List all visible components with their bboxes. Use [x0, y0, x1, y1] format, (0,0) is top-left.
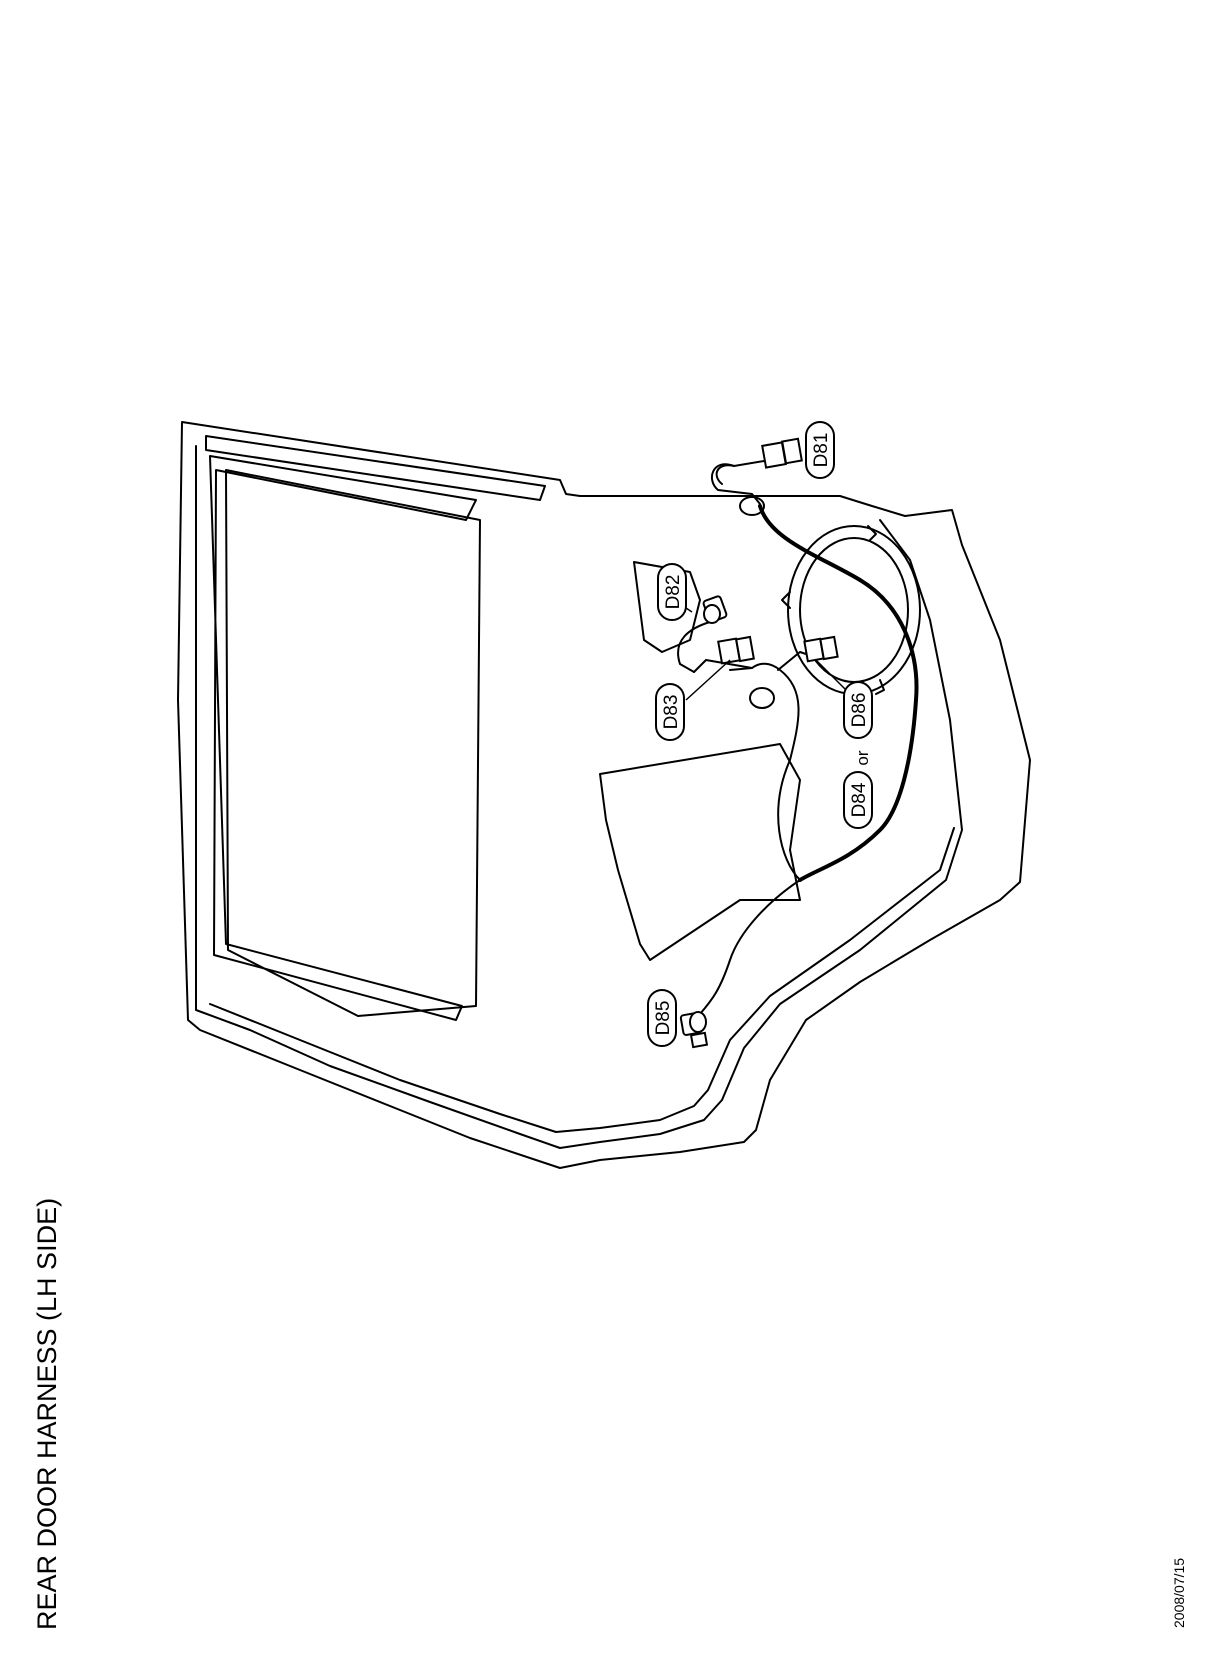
- service-opening: [599, 743, 801, 961]
- d85-connector: [679, 1011, 709, 1049]
- label-d81: D81: [805, 421, 835, 479]
- main-harness: [758, 504, 919, 882]
- svg-text:D86: D86: [849, 693, 870, 728]
- door-outer-outline: [177, 421, 1031, 1169]
- label-d82: D82: [657, 563, 687, 621]
- window-frame: [209, 455, 477, 1021]
- harness-to-d82: [677, 621, 711, 673]
- svg-text:D84: D84: [849, 782, 870, 817]
- d86-connector: [803, 635, 839, 663]
- label-or: or: [853, 750, 872, 765]
- d82-connector: [702, 595, 728, 624]
- harness-to-d83: [693, 659, 753, 673]
- svg-text:D85: D85: [653, 1001, 674, 1036]
- svg-text:D82: D82: [663, 575, 684, 610]
- label-d85: D85: [647, 989, 677, 1047]
- door-inner-outline-2: [209, 827, 955, 1133]
- page-title: REAR DOOR HARNESS (LH SIDE): [32, 1197, 62, 1630]
- label-d83: D83: [655, 683, 685, 741]
- d83-connector: [717, 635, 755, 665]
- date-block: 2008/07/15: [1168, 1488, 1192, 1628]
- label-d84: D84: [843, 771, 873, 829]
- document-date: 2008/07/15: [1171, 1557, 1187, 1628]
- window-glass: [225, 469, 481, 1017]
- harness-to-d85: [699, 879, 801, 1015]
- d82-bracket: [633, 561, 701, 653]
- grommet: [739, 496, 765, 516]
- svg-text:or: or: [853, 750, 872, 765]
- harness-branch: [729, 662, 801, 881]
- title-block: REAR DOOR HARNESS (LH SIDE): [20, 1130, 62, 1630]
- window-frame-outer: [205, 435, 546, 501]
- label-d86: D86: [843, 681, 873, 739]
- d81-connector: [761, 437, 803, 469]
- svg-text:D81: D81: [811, 433, 832, 468]
- door-inner-outline: [195, 445, 963, 1149]
- svg-text:D83: D83: [661, 695, 682, 730]
